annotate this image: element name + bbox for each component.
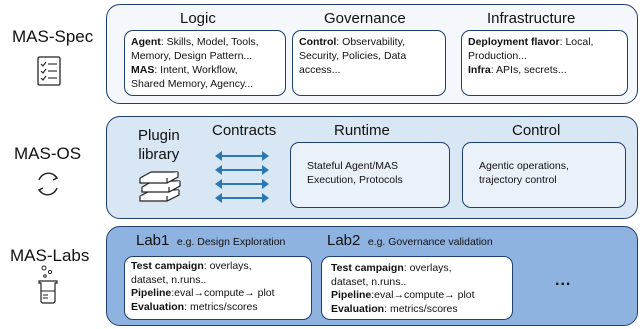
- lab1-text: Test campaign: overlays, dataset, n.runs…: [131, 260, 275, 313]
- runtime-text: Stateful Agent/MAS Execution, Protocols: [307, 160, 403, 186]
- infrastructure-text: Deployment flavor: Local, Production... …: [468, 36, 594, 76]
- contract-arrow-4: [215, 193, 269, 203]
- logic-box: [124, 30, 286, 96]
- beaker-icon: [38, 265, 58, 304]
- governance-title: Governance: [324, 10, 406, 27]
- more-labs-ellipsis: ...: [555, 272, 572, 289]
- runtime-box: [290, 142, 450, 208]
- contract-arrow-2: [215, 165, 269, 175]
- runtime-title: Runtime: [334, 122, 390, 139]
- lab2-text: Test campaign: overlays, dataset, n.runs…: [331, 262, 475, 315]
- lab2-box: [321, 256, 513, 320]
- mas-os-label: MAS-OS: [14, 144, 82, 163]
- books-icon: [139, 171, 181, 202]
- plugin-library-label: Plugin library: [138, 127, 180, 163]
- contract-arrow-3: [215, 179, 269, 189]
- contract-arrow-1: [215, 151, 269, 161]
- governance-text: Control: Observability, Security, Polici…: [299, 36, 407, 76]
- control-title: Control: [512, 122, 561, 139]
- checklist-icon: [37, 56, 61, 86]
- lab2-heading: Lab2 e.g. Governance validation: [327, 232, 493, 249]
- infrastructure-title: Infrastructure: [487, 10, 576, 27]
- control-box: [462, 142, 626, 208]
- contracts-label: Contracts: [212, 122, 277, 139]
- infrastructure-box: [461, 30, 628, 96]
- logic-title: Logic: [180, 10, 216, 27]
- governance-box: [292, 30, 446, 96]
- lab1-box: [124, 256, 312, 320]
- control-text: Agentic operations, trajectory control: [479, 160, 569, 186]
- mas-labs-label: MAS-Labs: [10, 246, 90, 265]
- mas-spec-label: MAS-Spec: [12, 27, 94, 46]
- cycle-arrows-icon: [37, 172, 59, 196]
- logic-text: Agent: Skills, Model, Tools, Memory, Des…: [131, 36, 259, 90]
- lab1-heading: Lab1 e.g. Design Exploration: [136, 232, 286, 249]
